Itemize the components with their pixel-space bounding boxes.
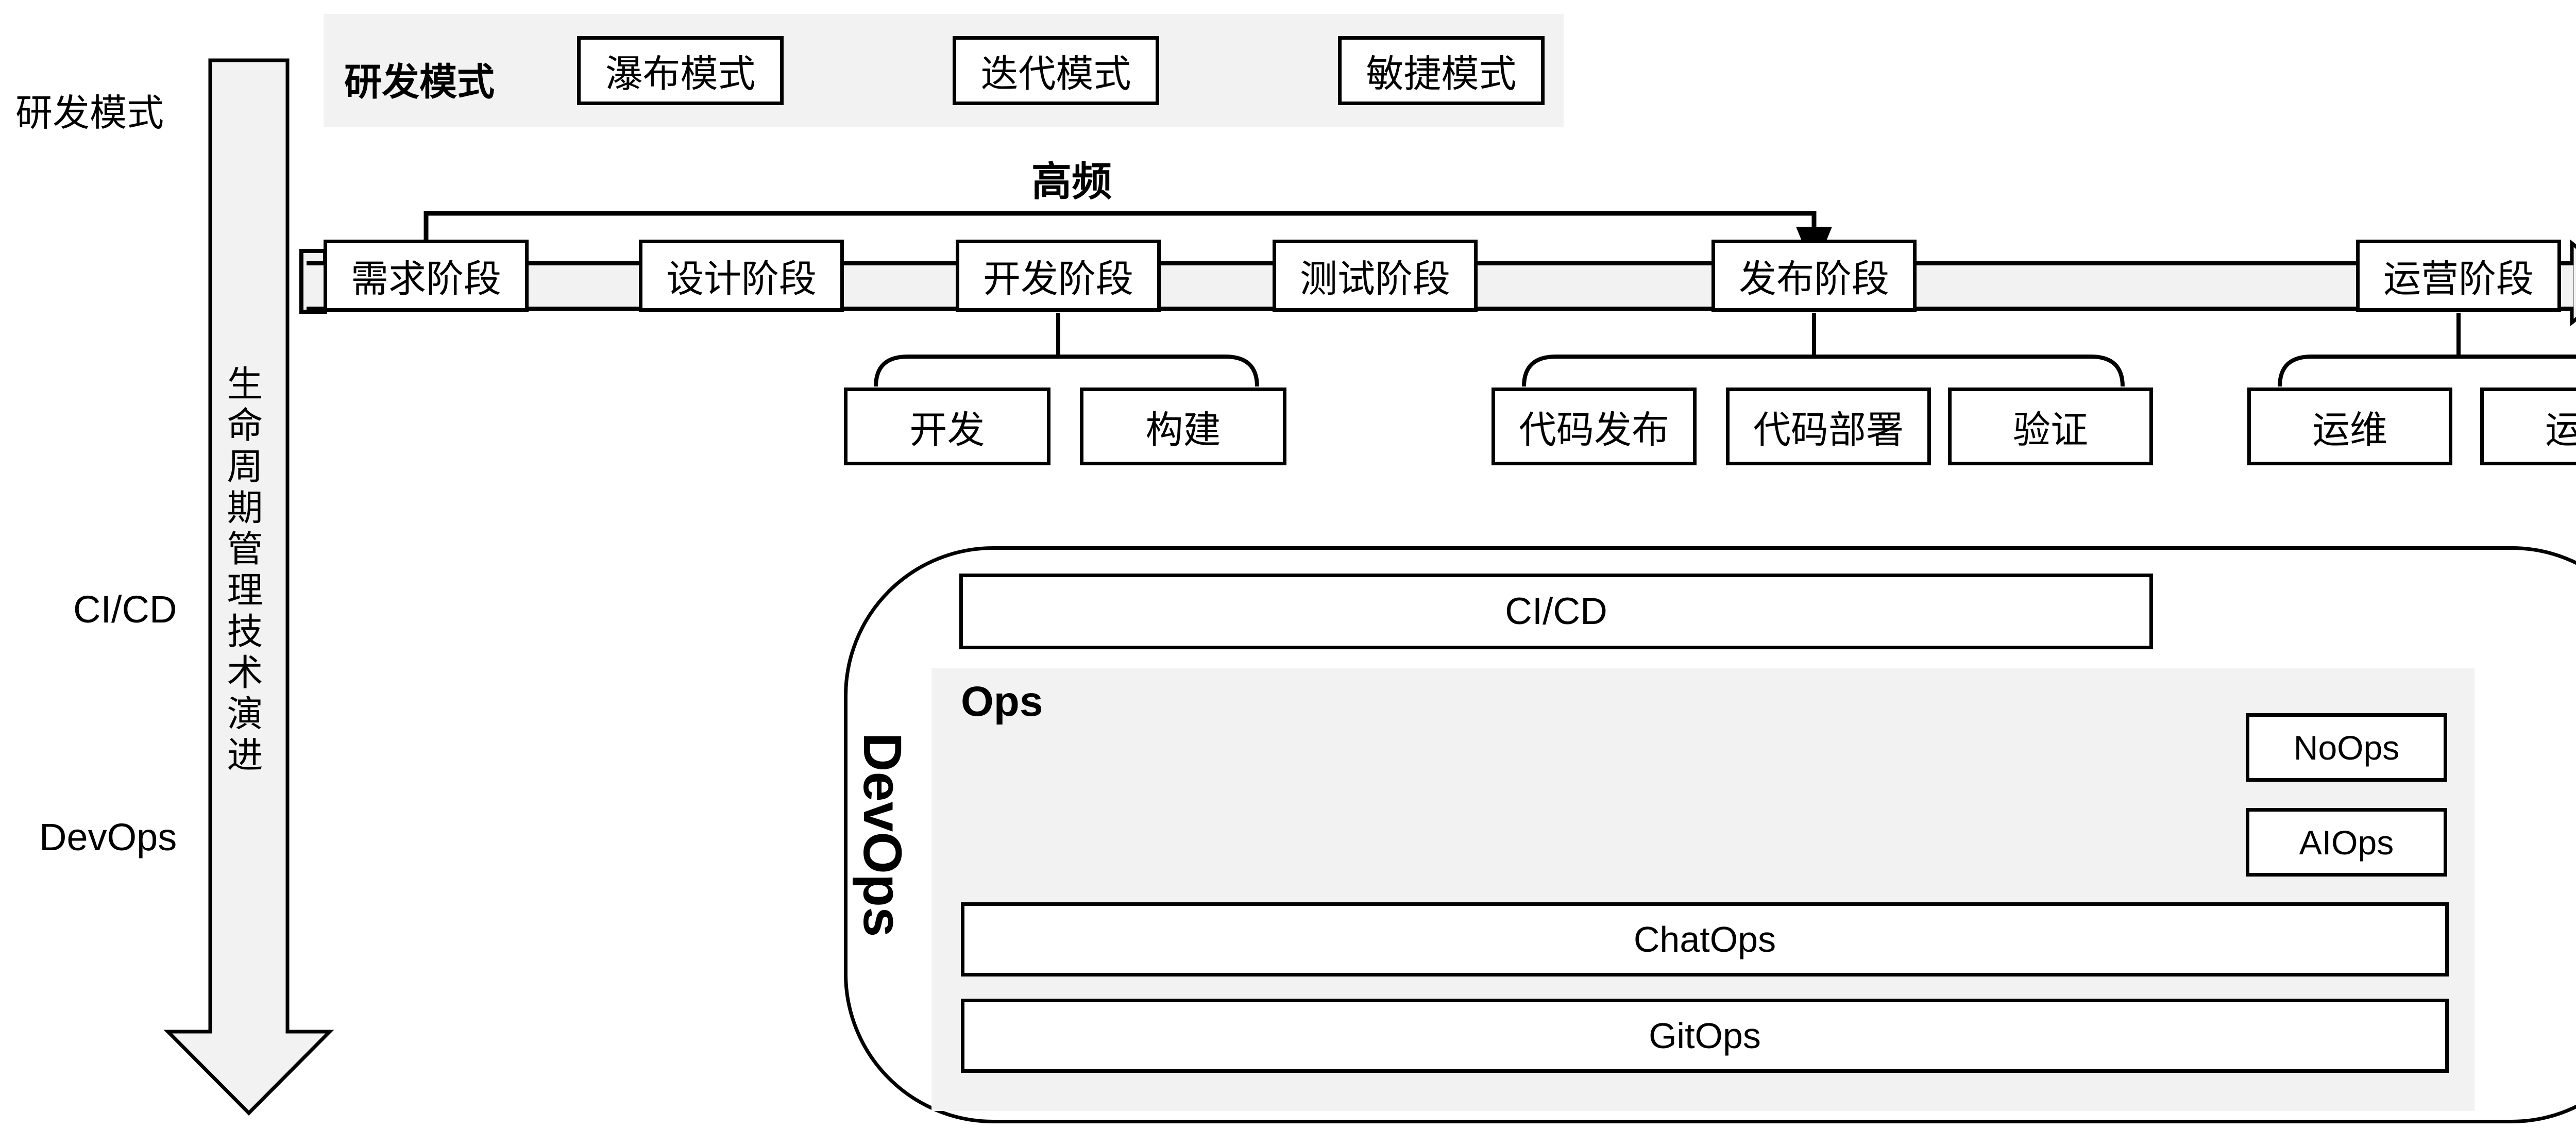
stage-box-testing: 测试阶段 xyxy=(1273,240,1478,312)
mode-box-iterative: 迭代模式 xyxy=(953,36,1159,105)
aiops-box: AIOps xyxy=(2246,808,2447,877)
chatops-box: ChatOps xyxy=(961,902,2449,976)
stage-box-design: 设计阶段 xyxy=(639,240,844,312)
devops-container-label: DevOps xyxy=(852,732,912,937)
stage-box-release: 发布阶段 xyxy=(1711,240,1917,312)
dev-brace xyxy=(874,355,1259,387)
high-frequency-connector xyxy=(423,211,1814,240)
mode-box-agile: 敏捷模式 xyxy=(1338,36,1545,105)
activity-box-code-deploy: 代码部署 xyxy=(1726,388,1931,465)
stage-box-development: 开发阶段 xyxy=(956,240,1161,312)
label-cicd-left: CI/CD xyxy=(73,588,177,631)
ops-brace xyxy=(2278,355,2576,387)
stage-box-requirements: 需求阶段 xyxy=(324,240,529,312)
activity-box-verify: 验证 xyxy=(1948,388,2153,465)
label-rd-mode-left: 研发模式 xyxy=(15,93,164,134)
activity-box-code-release: 代码发布 xyxy=(1492,388,1697,465)
lifecycle-arrow-label: 生命周期管理技术演进 xyxy=(222,365,262,777)
release-brace xyxy=(1522,355,2125,387)
cicd-box: CI/CD xyxy=(959,574,2153,649)
activity-box-operation: 运营 xyxy=(2480,388,2576,465)
activity-box-maintenance: 运维 xyxy=(2247,388,2452,465)
gitops-box: GitOps xyxy=(961,999,2449,1073)
label-devops-left: DevOps xyxy=(39,816,177,858)
activity-box-develop: 开发 xyxy=(844,388,1050,465)
stage-box-operation: 运营阶段 xyxy=(2356,240,2561,312)
header-title: 研发模式 xyxy=(344,61,495,103)
high-frequency-label: 高频 xyxy=(1031,159,1112,204)
mode-box-waterfall: 瀑布模式 xyxy=(577,36,784,105)
noops-box: NoOps xyxy=(2246,713,2447,782)
ops-panel-label: Ops xyxy=(961,678,1043,725)
activity-box-build: 构建 xyxy=(1080,388,1286,465)
